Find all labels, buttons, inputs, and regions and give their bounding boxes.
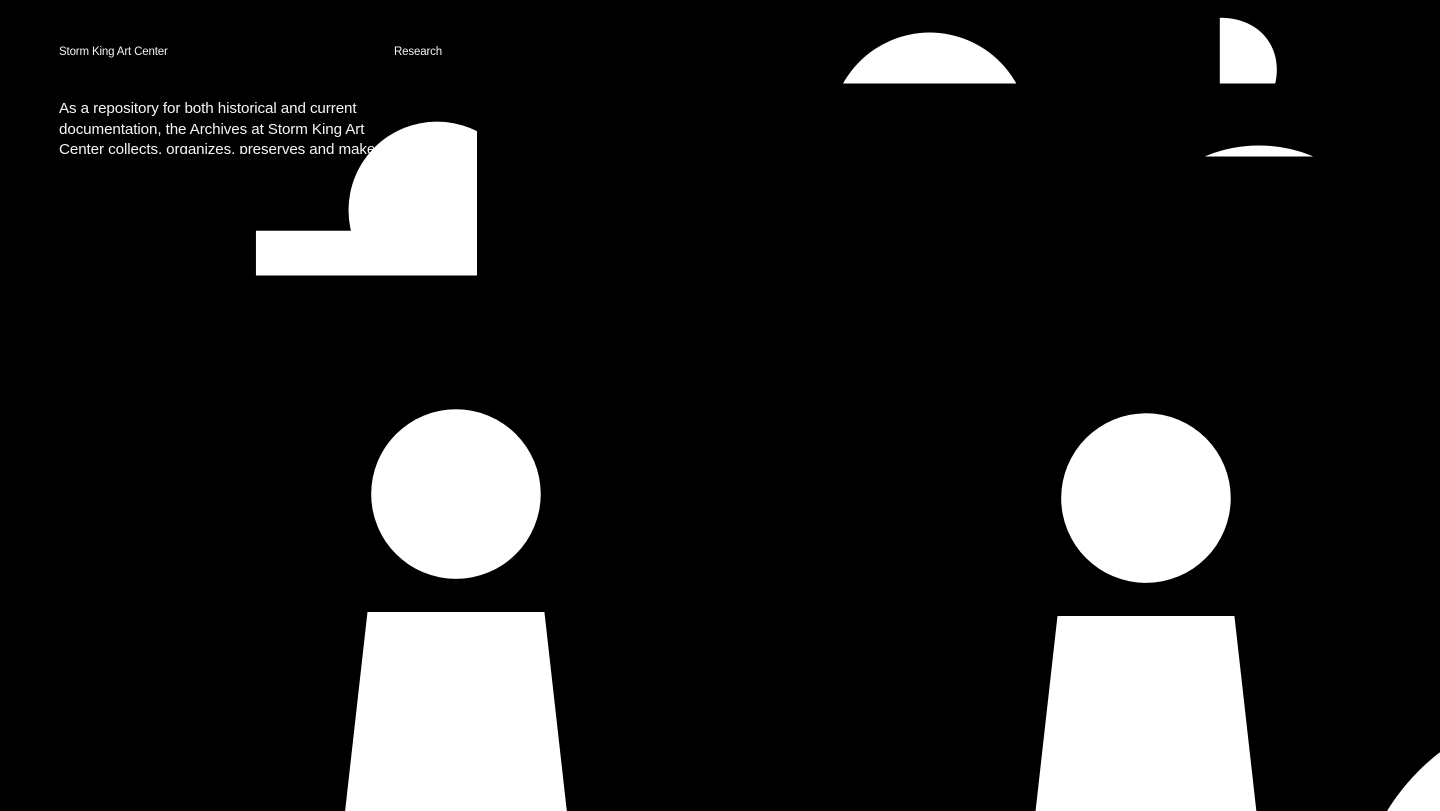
- header-item-research[interactable]: Research: [394, 46, 443, 58]
- header-item-storm-king-art-center[interactable]: Storm King Art Center: [59, 46, 168, 58]
- restroom-accessible-icon-southeast[interactable]: [681, 384, 1440, 811]
